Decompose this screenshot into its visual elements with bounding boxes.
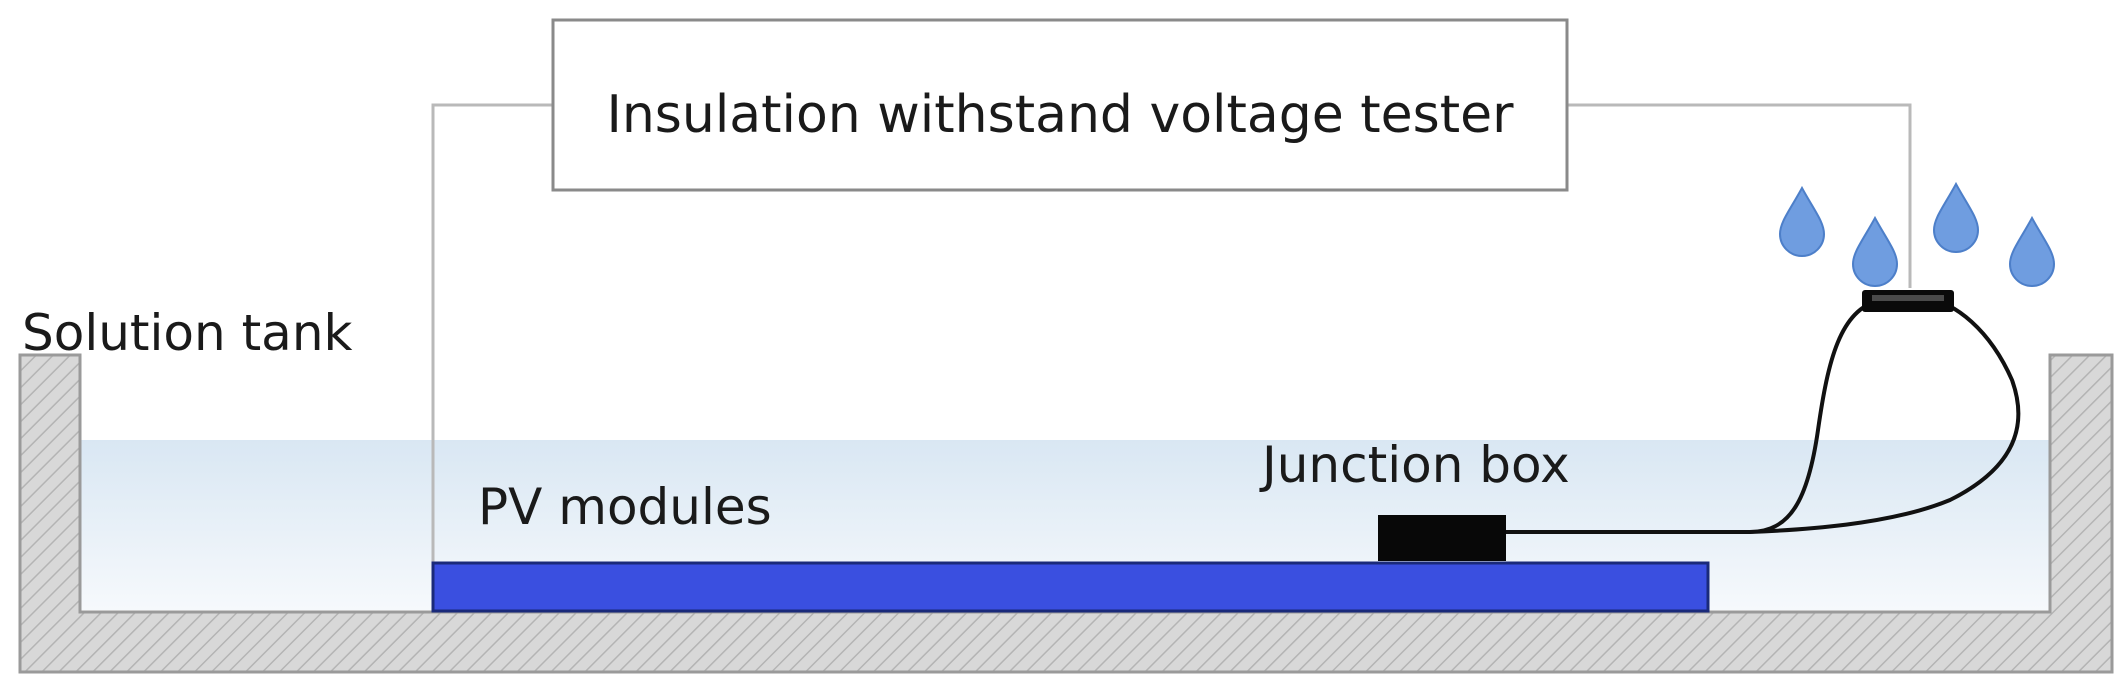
tank-label: Solution tank [22,304,353,362]
tester-lead-left [431,103,553,566]
pv-module [431,561,1710,613]
tester-box [551,18,1569,192]
water-drop-icon [1778,185,1826,257]
tester-lead-right [1567,103,1912,288]
output-cable [1506,295,2021,534]
tester-label: Insulation withstand voltage tester [606,85,1514,145]
modules-label: PV modules [478,478,772,536]
water-drop-icon [1932,181,1980,253]
water-drop-icon [2008,215,2056,287]
junction-box [1378,515,1506,561]
cable-connector-highlight [1872,295,1944,301]
water-drop-icon [1851,215,1899,287]
solution-tank [18,353,2114,674]
junction-box-label: Junction box [1259,436,1570,494]
